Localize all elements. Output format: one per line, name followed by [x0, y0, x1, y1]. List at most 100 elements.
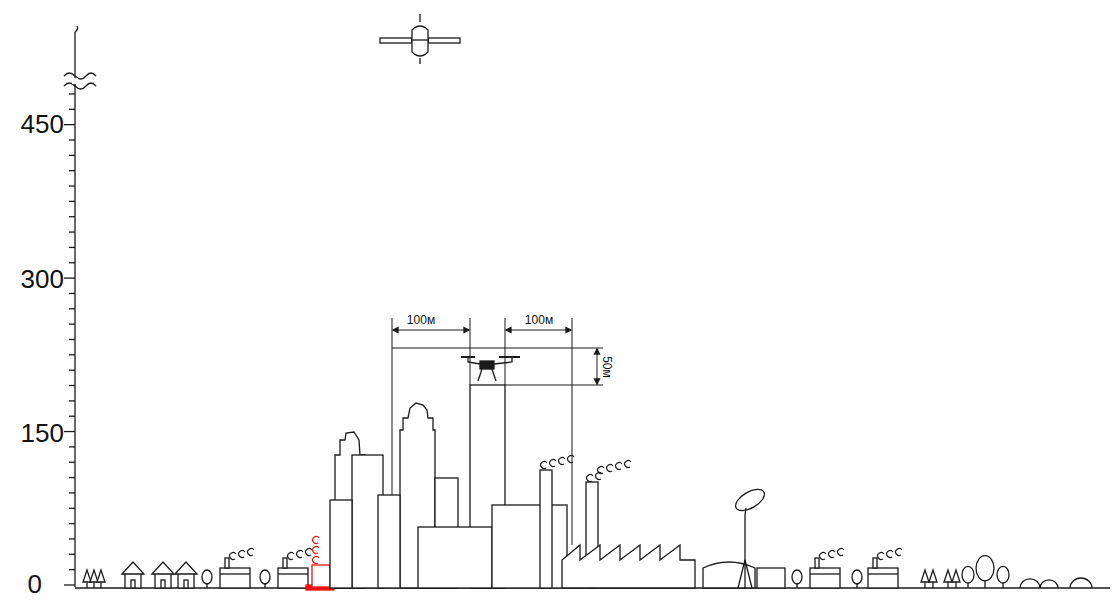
axis-value: 450	[21, 111, 64, 137]
tree-trunk	[967, 583, 968, 588]
red-smoke	[313, 557, 319, 564]
tree-trunk	[100, 582, 101, 588]
dimension-arrowhead	[566, 328, 571, 333]
minor-tick	[69, 523, 75, 524]
small-factory	[868, 568, 898, 588]
extension-line	[470, 318, 471, 385]
house-body	[125, 573, 141, 588]
small-factory	[757, 568, 785, 588]
conifer-tree	[944, 570, 952, 582]
rotor-blade	[499, 356, 520, 358]
smoke	[541, 456, 574, 469]
house-body	[155, 573, 171, 588]
minor-tick	[69, 462, 75, 463]
minor-tick	[69, 170, 75, 171]
low-block	[418, 527, 492, 588]
factory-chimney	[873, 558, 877, 568]
factory-chimney	[283, 558, 287, 568]
axis-top-hook	[75, 26, 78, 32]
minor-tick	[69, 293, 75, 294]
axis-break-mark	[64, 83, 96, 89]
drone-arm	[468, 357, 480, 364]
dish-mast	[744, 515, 745, 588]
tree-trunk	[955, 582, 956, 588]
house-roof	[175, 562, 197, 574]
round-tree	[260, 570, 270, 584]
house-roof	[152, 562, 174, 574]
bush-shape	[1020, 579, 1040, 588]
major-tick	[64, 124, 75, 125]
tree-trunk	[856, 584, 857, 589]
tree-trunk	[947, 582, 948, 588]
minor-tick	[69, 554, 75, 555]
satellite-antenna	[419, 58, 420, 64]
axis-value: 150	[21, 420, 64, 446]
minor-tick	[69, 323, 75, 324]
minor-tick	[69, 354, 75, 355]
minor-tick	[69, 400, 75, 401]
house-door	[131, 580, 135, 588]
smoke	[820, 549, 844, 560]
small-factory	[220, 568, 250, 588]
hangar-building	[703, 562, 755, 588]
dish-mast	[745, 508, 746, 515]
small-factory	[278, 568, 308, 588]
sawtooth-factory	[562, 545, 695, 588]
conifer-tree	[97, 570, 105, 582]
round-tree	[976, 556, 994, 581]
dimension-arrowhead	[595, 379, 600, 384]
tree-trunk	[984, 580, 985, 588]
conifer-tree	[90, 570, 98, 582]
factory-chimney	[540, 470, 552, 588]
major-tick	[64, 431, 75, 432]
minor-tick	[69, 385, 75, 386]
extension-line	[505, 385, 603, 386]
red-building	[312, 565, 330, 587]
extension-line	[505, 318, 506, 385]
major-tick	[64, 277, 75, 278]
house-roof	[122, 562, 144, 574]
minor-tick	[69, 231, 75, 232]
minor-tick	[69, 109, 75, 110]
house-body	[178, 573, 194, 588]
conifer-tree	[921, 570, 929, 582]
tree-trunk	[796, 584, 797, 589]
extension-line	[392, 348, 603, 349]
factory-stripe	[868, 573, 898, 574]
dimension-arrowhead	[506, 328, 511, 333]
minor-tick	[69, 538, 75, 539]
smoke	[288, 549, 312, 560]
house-door	[161, 580, 165, 588]
dimension-arrowhead	[595, 349, 600, 354]
y-axis-line	[74, 32, 75, 587]
dimension-label: 100м	[524, 314, 554, 326]
satellite-antenna	[419, 14, 420, 22]
dimension-arrowhead	[464, 328, 469, 333]
low-block	[492, 505, 567, 588]
tree-trunk	[93, 582, 94, 588]
round-tree	[962, 566, 974, 583]
factory-stripe	[278, 573, 308, 574]
drone-body	[480, 361, 494, 369]
factory-chimney	[815, 558, 819, 568]
extension-line	[572, 318, 573, 545]
solar-panel	[380, 38, 412, 43]
minor-tick	[69, 492, 75, 493]
tower-block	[330, 500, 352, 588]
factory-stripe	[810, 573, 840, 574]
axis-value: 300	[21, 266, 64, 292]
satellite-dish	[732, 485, 768, 515]
solar-panel	[428, 38, 460, 43]
dimension-label: 50м	[601, 355, 613, 379]
red-smoke	[313, 547, 319, 554]
axis-break-mark	[64, 73, 96, 79]
smoke	[230, 549, 254, 560]
axis-break-gap	[72, 78, 78, 84]
dish-mast	[738, 560, 752, 588]
minor-tick	[69, 446, 75, 447]
minor-tick	[69, 308, 75, 309]
satellite-body	[412, 26, 428, 56]
minor-tick	[69, 569, 75, 570]
conifer-tree	[952, 570, 960, 582]
